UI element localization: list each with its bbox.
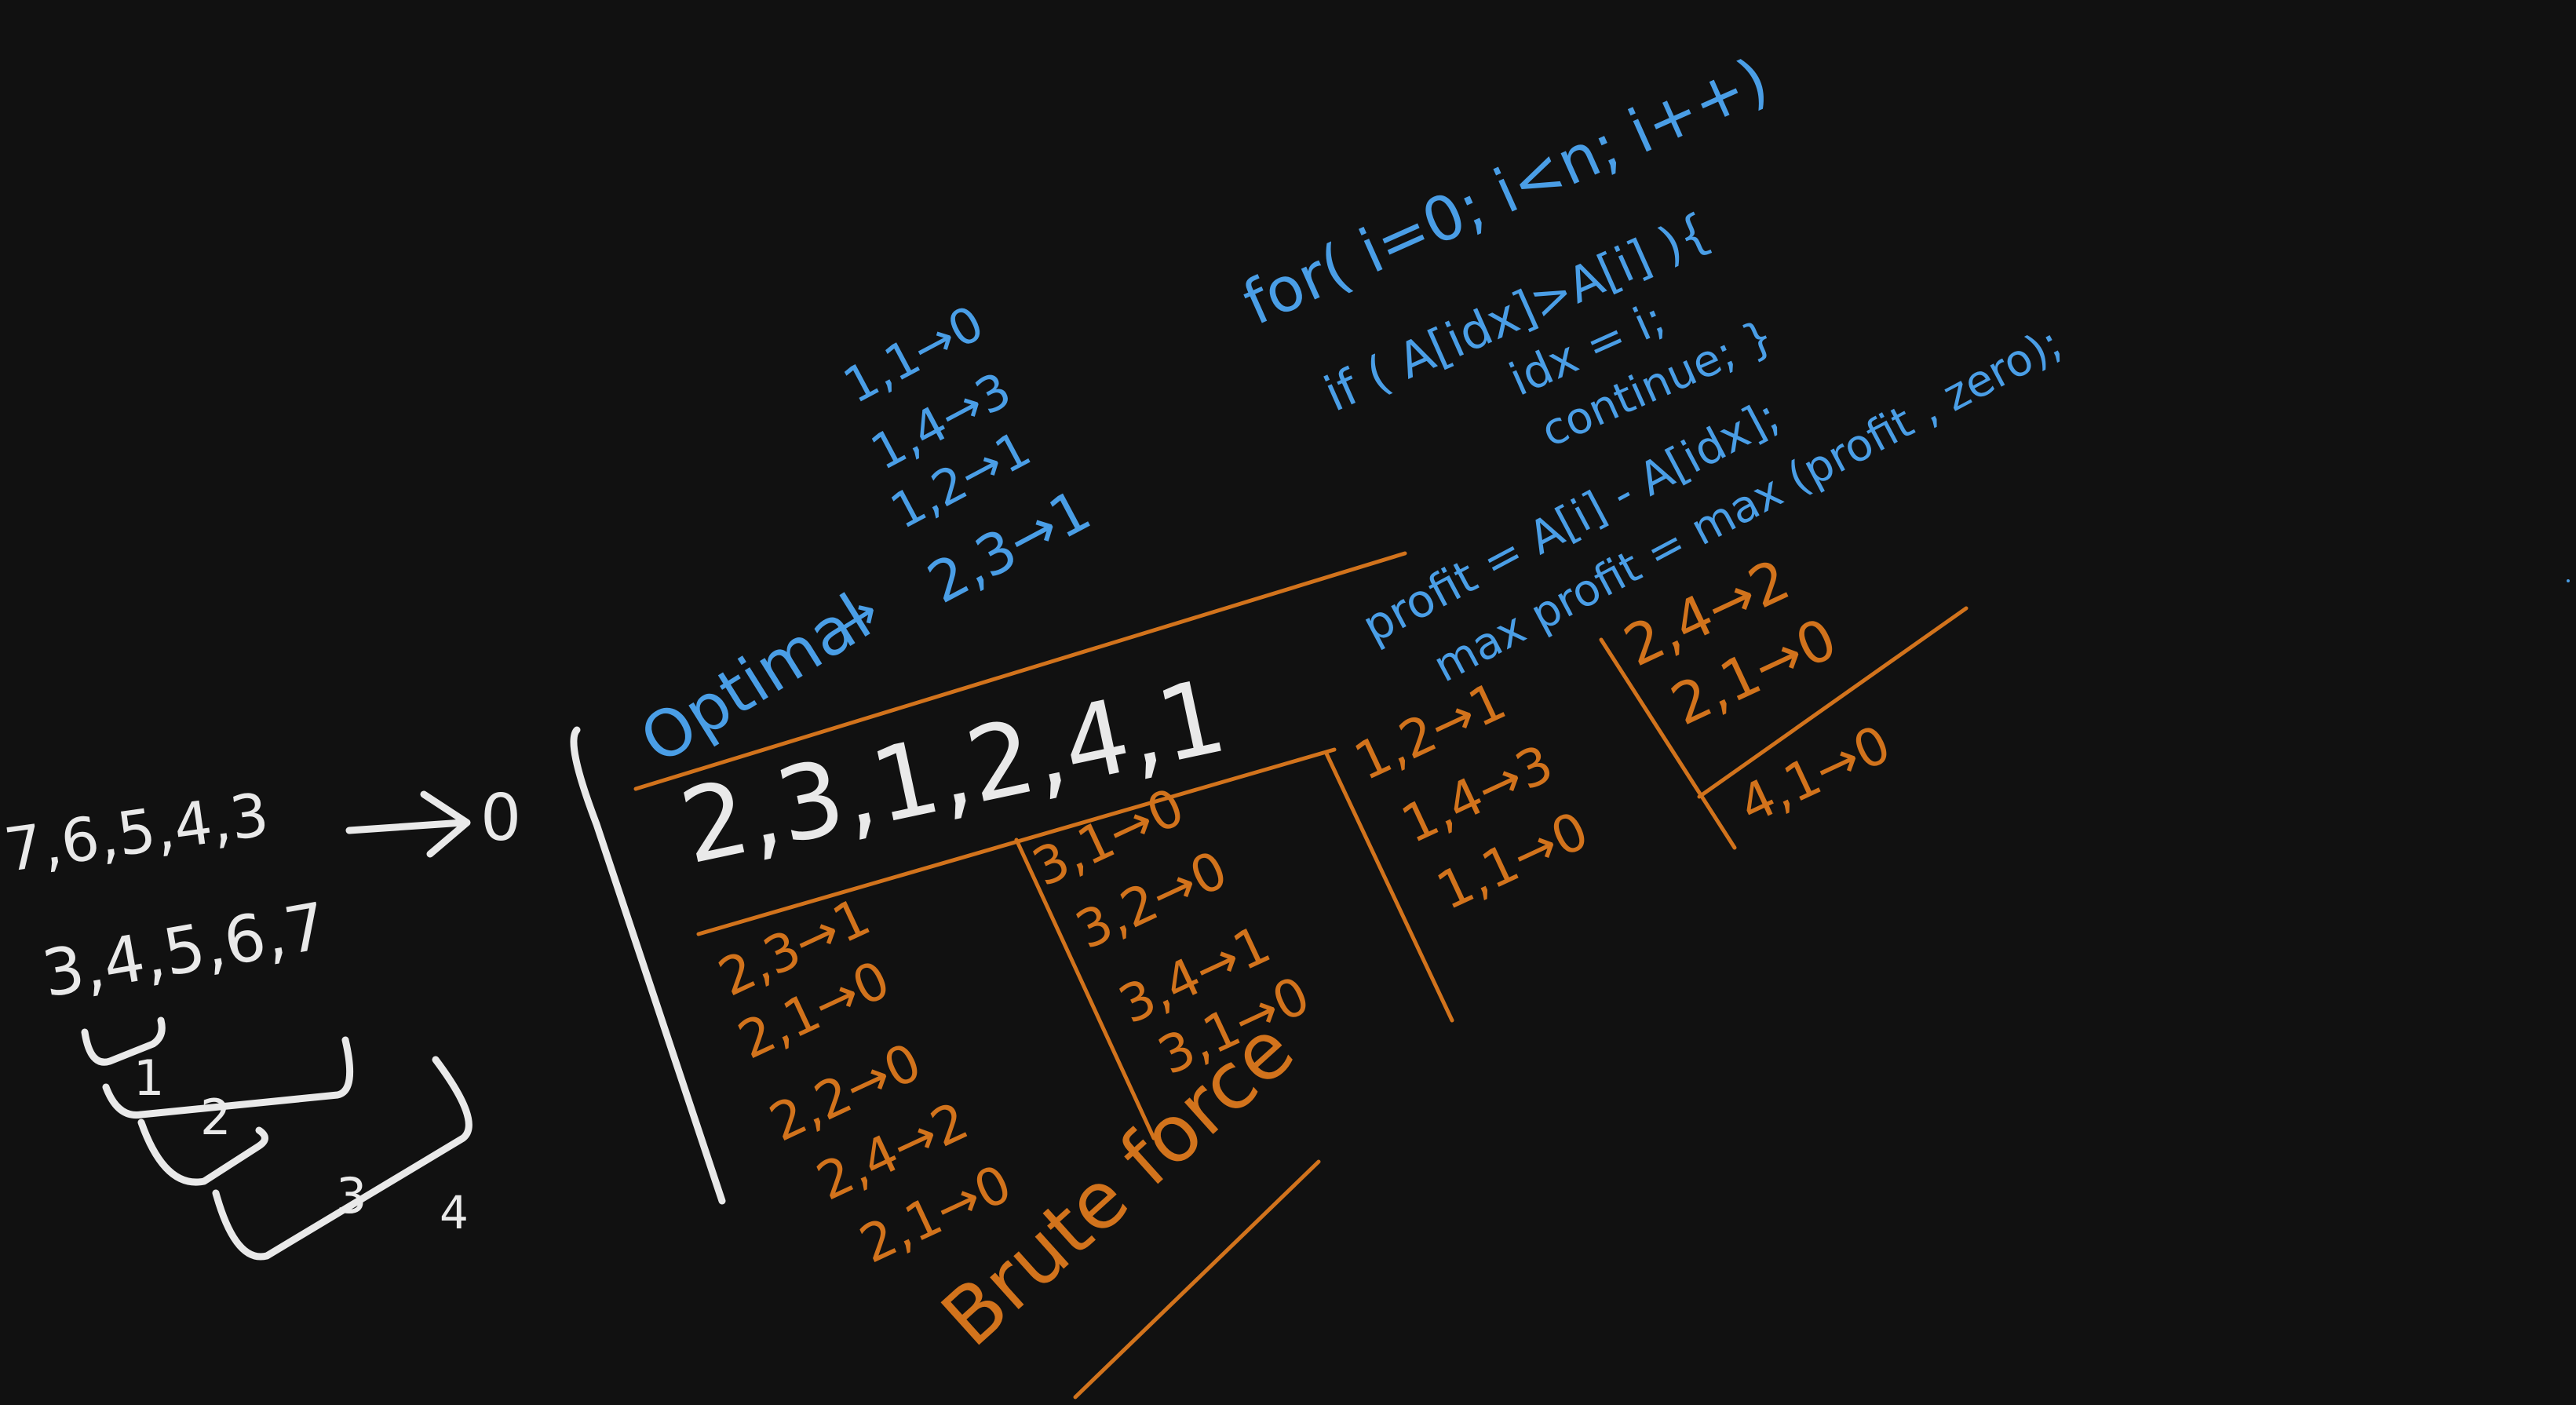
underline-optimal: [633, 551, 1407, 791]
orange-notes: 2,3→1 2,1→0 2,2→0 2,4→2 2,1→0 3,1→0 3,2→…: [710, 546, 1899, 1364]
brute-col5-row1: 4,1→0: [1730, 713, 1899, 835]
table-divider-2: [1324, 751, 1454, 1023]
brace-label-2: 2: [200, 1089, 231, 1146]
brace-label-end: 4: [440, 1186, 469, 1239]
sequence-decreasing: 7,6,5,4,3: [0, 779, 272, 885]
sequence-decreasing-result: 0: [480, 781, 521, 856]
brace-1: [81, 1016, 166, 1066]
table-divider-1: [1014, 838, 1156, 1140]
arrow-to-zero: [345, 790, 471, 858]
table-line-right: [1697, 606, 1968, 799]
orange-strokes: [633, 551, 1968, 1400]
divider-line: [570, 726, 726, 1205]
brace-label-1: 1: [133, 1049, 164, 1107]
white-strokes: [81, 726, 726, 1261]
blue-notes: Optimal → 1,1→0 1,4→3 1,2→1 2,3→1 for( i…: [628, 45, 2070, 779]
sequence-increasing: 3,4,5,6,7: [37, 889, 332, 1013]
brace-4: [212, 1056, 473, 1261]
brace-2: [102, 1036, 354, 1119]
table-divider-3: [1599, 637, 1737, 850]
brute-force-underline: [1073, 1159, 1321, 1400]
stray-dot: [2567, 579, 2570, 582]
brace-3: [137, 1119, 268, 1186]
white-notes: 7,6,5,4,3 0 3,4,5,6,7 1 2 3 4 2,3,1,2,4,…: [0, 656, 1235, 1239]
